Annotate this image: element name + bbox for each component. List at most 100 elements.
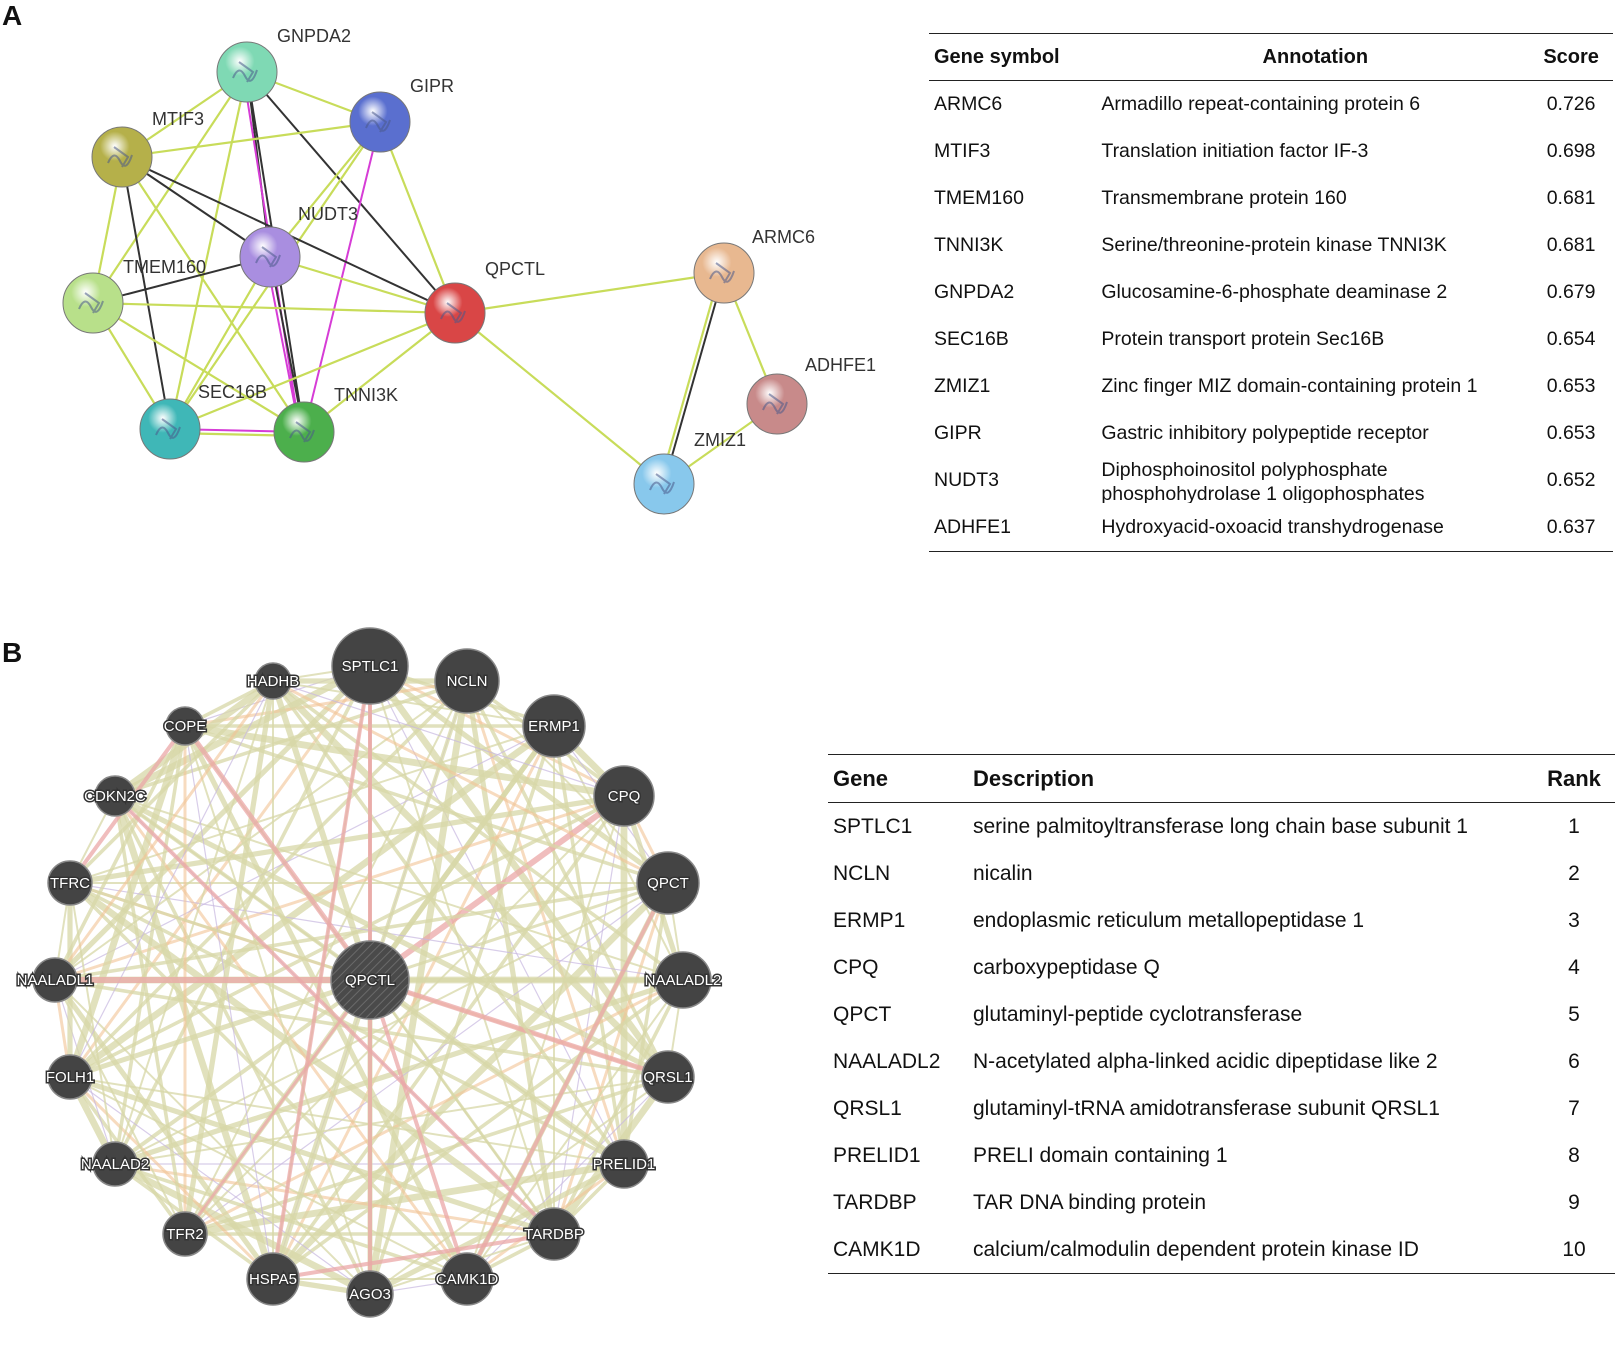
protein-structure-icon	[255, 246, 281, 268]
score-cell: 0.698	[1546, 140, 1596, 162]
gene-cell: QRSL1	[833, 1096, 902, 1120]
gene-node-tfr2[interactable]: TFR2	[162, 1211, 208, 1257]
protein-node-mtif3[interactable]: MTIF3	[91, 109, 204, 188]
network-edge	[271, 725, 556, 1280]
gene-symbol-cell: MTIF3	[934, 140, 991, 162]
protein-structure-icon	[155, 418, 181, 440]
interaction-edge	[303, 312, 456, 433]
header-description: Description	[973, 765, 1095, 791]
annotation-cell: Hydroxyacid-oxoacid transhydrogenase	[1101, 516, 1444, 538]
gene-node-folh1[interactable]: FOLH1	[44, 1054, 96, 1100]
gene-node-label: QPCT	[647, 875, 689, 892]
rank-cell: 10	[1562, 1237, 1586, 1261]
protein-structure-icon	[440, 302, 466, 324]
rank-cell: 9	[1568, 1190, 1580, 1214]
network-edge	[68, 1075, 275, 1281]
gene-node-label: CAMK1D	[436, 1271, 499, 1288]
interaction-edge	[92, 301, 456, 315]
protein-node-tmem160[interactable]: TMEM160	[62, 257, 206, 334]
gene-node-ago3[interactable]: AGO3	[346, 1270, 394, 1318]
network-edge	[113, 1160, 372, 1298]
description-cell: PRELI domain containing 1	[973, 1143, 1228, 1167]
gene-symbol-cell: GNPDA2	[934, 281, 1015, 303]
network-edge	[552, 725, 626, 1165]
rank-cell: 7	[1568, 1096, 1580, 1120]
table-header-row: Gene symbol Annotation Score	[929, 34, 1613, 81]
interaction-edge	[246, 71, 456, 314]
gene-node-qpct[interactable]: QPCT	[636, 851, 700, 915]
annotation-cell: Transmembrane protein 160	[1101, 187, 1347, 209]
gene-node-cdkn2c[interactable]: CDKN2C	[83, 775, 148, 817]
gene-node-naaladl2[interactable]: NAALADL2	[643, 951, 723, 1009]
gene-node-ermp1[interactable]: ERMP1	[522, 694, 586, 758]
gene-node-camk1d[interactable]: CAMK1D	[434, 1252, 500, 1306]
protein-node-label: ADHFE1	[805, 355, 876, 375]
gene-node-ncln[interactable]: NCLN	[434, 648, 500, 714]
gene-node-label: NAALAD2	[81, 1156, 149, 1173]
annotation-cell: Diphosphoinositol polyphosphate phosphoh…	[1101, 457, 1529, 504]
network-edge	[182, 724, 373, 982]
gene-symbol-cell: ARMC6	[934, 93, 1003, 115]
description-cell: serine palmitoyltransferase long chain b…	[973, 814, 1468, 838]
protein-node-gipr[interactable]: GIPR	[349, 76, 454, 153]
network-edge	[367, 724, 557, 982]
gene-node-label: TARDBP	[524, 1226, 584, 1243]
gene-node-cope[interactable]: COPE	[162, 706, 208, 746]
interaction-edge	[169, 311, 456, 431]
score-cell: 0.681	[1546, 187, 1596, 209]
gene-node-naalad2[interactable]: NAALAD2	[79, 1141, 151, 1187]
network-edge	[366, 680, 471, 1295]
protein-node-adhfe1[interactable]: ADHFE1	[746, 355, 876, 435]
network-edge	[553, 795, 625, 1235]
network-edge	[272, 680, 625, 797]
network-edge	[184, 795, 625, 1235]
gene-node-qrsl1[interactable]: QRSL1	[641, 1050, 695, 1104]
gene-node-hspa5[interactable]: HSPA5	[246, 1252, 300, 1306]
network-edge	[368, 977, 626, 1167]
protein-node-zmiz1[interactable]: ZMIZ1	[633, 430, 746, 515]
protein-node-label: GNPDA2	[277, 26, 351, 46]
gene-node-cpq[interactable]: CPQ	[593, 765, 655, 827]
network-edge	[184, 1160, 625, 1238]
network-edge	[69, 977, 371, 1080]
score-cell: 0.679	[1546, 281, 1596, 303]
gene-cell: CAMK1D	[833, 1237, 921, 1261]
table-header-row: Gene Description Rank	[828, 755, 1615, 803]
description-cell: glutaminyl-peptide cyclotransferase	[973, 1002, 1303, 1026]
interaction-edge	[303, 121, 381, 433]
network-edge	[113, 725, 187, 1165]
protein-node-gnpda2[interactable]: GNPDA2	[216, 26, 351, 103]
gene-node-sptlc1[interactable]: SPTLC1	[331, 627, 409, 705]
network-edge	[465, 882, 670, 1280]
gene-node-naaladl1[interactable]: NAALADL1	[15, 957, 95, 1003]
gene-node-tardbp[interactable]: TARDBP	[523, 1207, 585, 1261]
gene-cell: PRELID1	[833, 1143, 921, 1167]
gene-node-tfrc[interactable]: TFRC	[47, 860, 93, 906]
protein-node-sec16b[interactable]: SEC16B	[139, 382, 267, 460]
protein-node-tnni3k[interactable]: TNNI3K	[273, 385, 398, 463]
gene-node-prelid1[interactable]: PRELID1	[591, 1139, 657, 1189]
gene-node-qpctl-query[interactable]: QPCTL	[330, 940, 410, 1020]
annotation-cell-text: Diphosphoinositol polyphosphate phosphoh…	[1101, 459, 1425, 503]
score-cell: 0.637	[1546, 516, 1596, 538]
protein-node-nudt3[interactable]: NUDT3	[239, 204, 358, 288]
gene-node-label: CPQ	[608, 788, 641, 805]
network-edge	[368, 979, 469, 1280]
score-cell: 0.726	[1546, 93, 1596, 115]
description-cell: glutaminyl-tRNA amidotransferase subunit…	[973, 1096, 1440, 1120]
protein-node-armc6[interactable]: ARMC6	[693, 227, 815, 304]
gene-symbol-cell: TNNI3K	[934, 234, 1004, 256]
network-edge	[184, 679, 468, 728]
gene-node-hadhb[interactable]: HADHB	[245, 662, 301, 700]
network-edge	[54, 979, 371, 1295]
protein-node-qpctl[interactable]: QPCTL	[424, 259, 545, 344]
